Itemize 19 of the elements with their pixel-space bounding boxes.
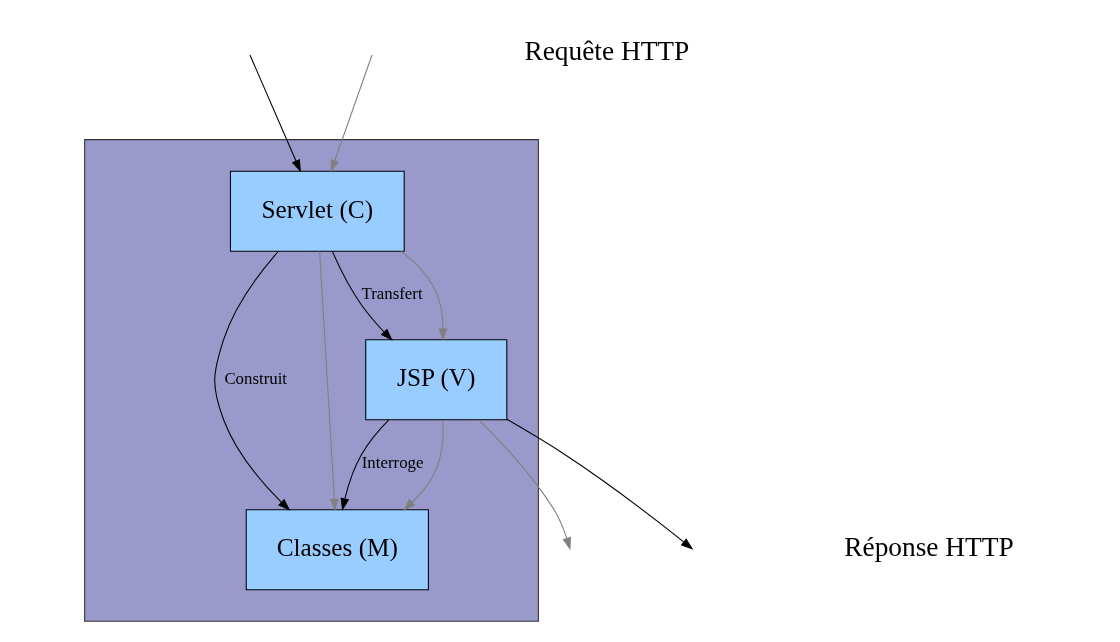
arrow [249, 54, 301, 173]
arrow [214, 250, 291, 511]
label: Réponse HTTP [844, 532, 1014, 563]
node-box: Classes (M) [245, 509, 429, 591]
arrow [403, 419, 444, 511]
cluster [84, 139, 539, 622]
arrow [478, 419, 571, 551]
edge-label: Transfert [361, 284, 423, 304]
arrow [330, 54, 373, 173]
arrow [331, 250, 393, 341]
node-box: Servlet (C) [229, 170, 405, 252]
arrow [319, 251, 339, 512]
arrow [340, 419, 390, 511]
arrow [400, 250, 448, 342]
edge-label: Construit [224, 368, 288, 388]
node-box: JSP (V) [365, 339, 508, 421]
label: Requête HTTP [524, 36, 690, 67]
arrow [506, 418, 694, 550]
edge-label: Interroge [361, 452, 424, 472]
